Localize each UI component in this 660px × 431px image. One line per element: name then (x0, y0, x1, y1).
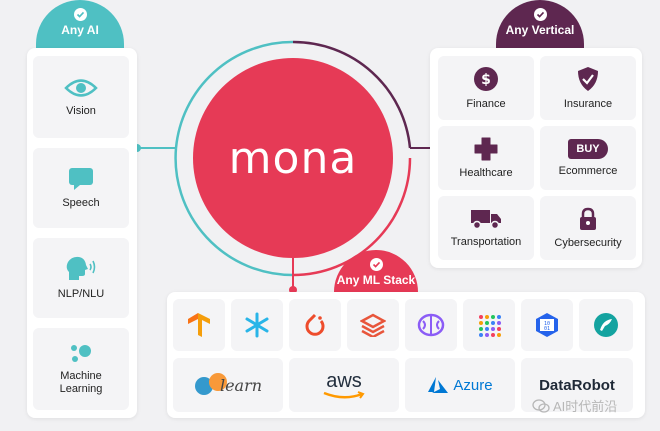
azure-logo: Azure (405, 358, 515, 412)
any-vertical-panel: $ Finance Insurance Healthcare BUY Ecomm… (430, 48, 642, 268)
snowflake-logo (231, 299, 283, 351)
padlock-icon (580, 207, 596, 230)
brand-wordmark: mona (228, 132, 358, 184)
ai-item-label: Machine Learning (59, 370, 103, 395)
shield-check-icon (578, 66, 598, 91)
databricks-logo (347, 299, 399, 351)
check-icon (533, 8, 547, 21)
svg-text:01: 01 (544, 326, 550, 332)
brain-logo (405, 299, 457, 351)
aws-logo: aws (289, 358, 399, 412)
ai-item-speech: Speech (33, 148, 129, 228)
vertical-item-transportation: Transportation (438, 196, 534, 260)
svg-text:10: 10 (544, 321, 550, 327)
vertical-item-label: Insurance (563, 97, 613, 110)
check-icon (369, 258, 383, 271)
vertical-item-label: Finance (466, 97, 506, 110)
wechat-icon (532, 398, 550, 413)
any-vertical-tab-label: Any Vertical (505, 23, 575, 37)
speech-bubble-icon (69, 167, 93, 190)
vertical-item-label: Transportation (450, 235, 522, 248)
mona-logo-circle: mona (193, 58, 393, 258)
dots-grid-logo (463, 299, 515, 351)
truck-icon (471, 209, 501, 229)
ai-item-ml: Machine Learning (33, 328, 129, 410)
svg-text:$: $ (481, 72, 491, 88)
ai-item-label: Vision (66, 104, 96, 117)
any-ai-panel: Vision Speech NLP/NLU Machine Learning (27, 48, 137, 418)
datarobot-logo: DataRobot (521, 358, 633, 412)
sklearn-logo: learn (173, 358, 283, 412)
pytorch-logo (289, 299, 341, 351)
dots-network-icon (71, 345, 91, 362)
ai-item-label: NLP/NLU (57, 287, 105, 300)
vertical-item-ecommerce: BUY Ecommerce (540, 126, 636, 190)
azure-wordmark: Azure (453, 376, 493, 394)
ai-item-vision: Vision (33, 56, 129, 138)
watermark-text: AI时代前沿 (553, 399, 618, 414)
any-ml-stack-tab-label: Any ML Stack (336, 273, 416, 287)
ai-item-nlp: NLP/NLU (33, 238, 129, 318)
medical-cross-icon (474, 137, 498, 160)
eye-icon (64, 78, 98, 97)
buy-tag-icon: BUY (568, 138, 608, 159)
datarobot-wordmark: DataRobot (539, 376, 615, 394)
any-ai-tab-label: Any AI (61, 23, 99, 37)
watermark: AI时代前沿 (532, 396, 617, 415)
tensorflow-logo (173, 299, 225, 351)
check-icon (73, 8, 87, 21)
aws-wordmark: aws (326, 370, 362, 392)
ai-item-label: Speech (62, 196, 100, 209)
vertical-item-label: Healthcare (459, 166, 513, 179)
bird-logo (579, 299, 633, 351)
vertical-item-label: Ecommerce (558, 164, 618, 177)
head-speaking-icon (66, 256, 96, 280)
vertical-item-healthcare: Healthcare (438, 126, 534, 190)
vertical-item-insurance: Insurance (540, 56, 636, 120)
vertical-item-cybersecurity: Cybersecurity (540, 196, 636, 260)
sklearn-wordmark: learn (219, 375, 263, 395)
vertical-item-label: Cybersecurity (554, 236, 622, 249)
vertical-item-finance: $ Finance (438, 56, 534, 120)
dollar-icon: $ (474, 66, 498, 91)
